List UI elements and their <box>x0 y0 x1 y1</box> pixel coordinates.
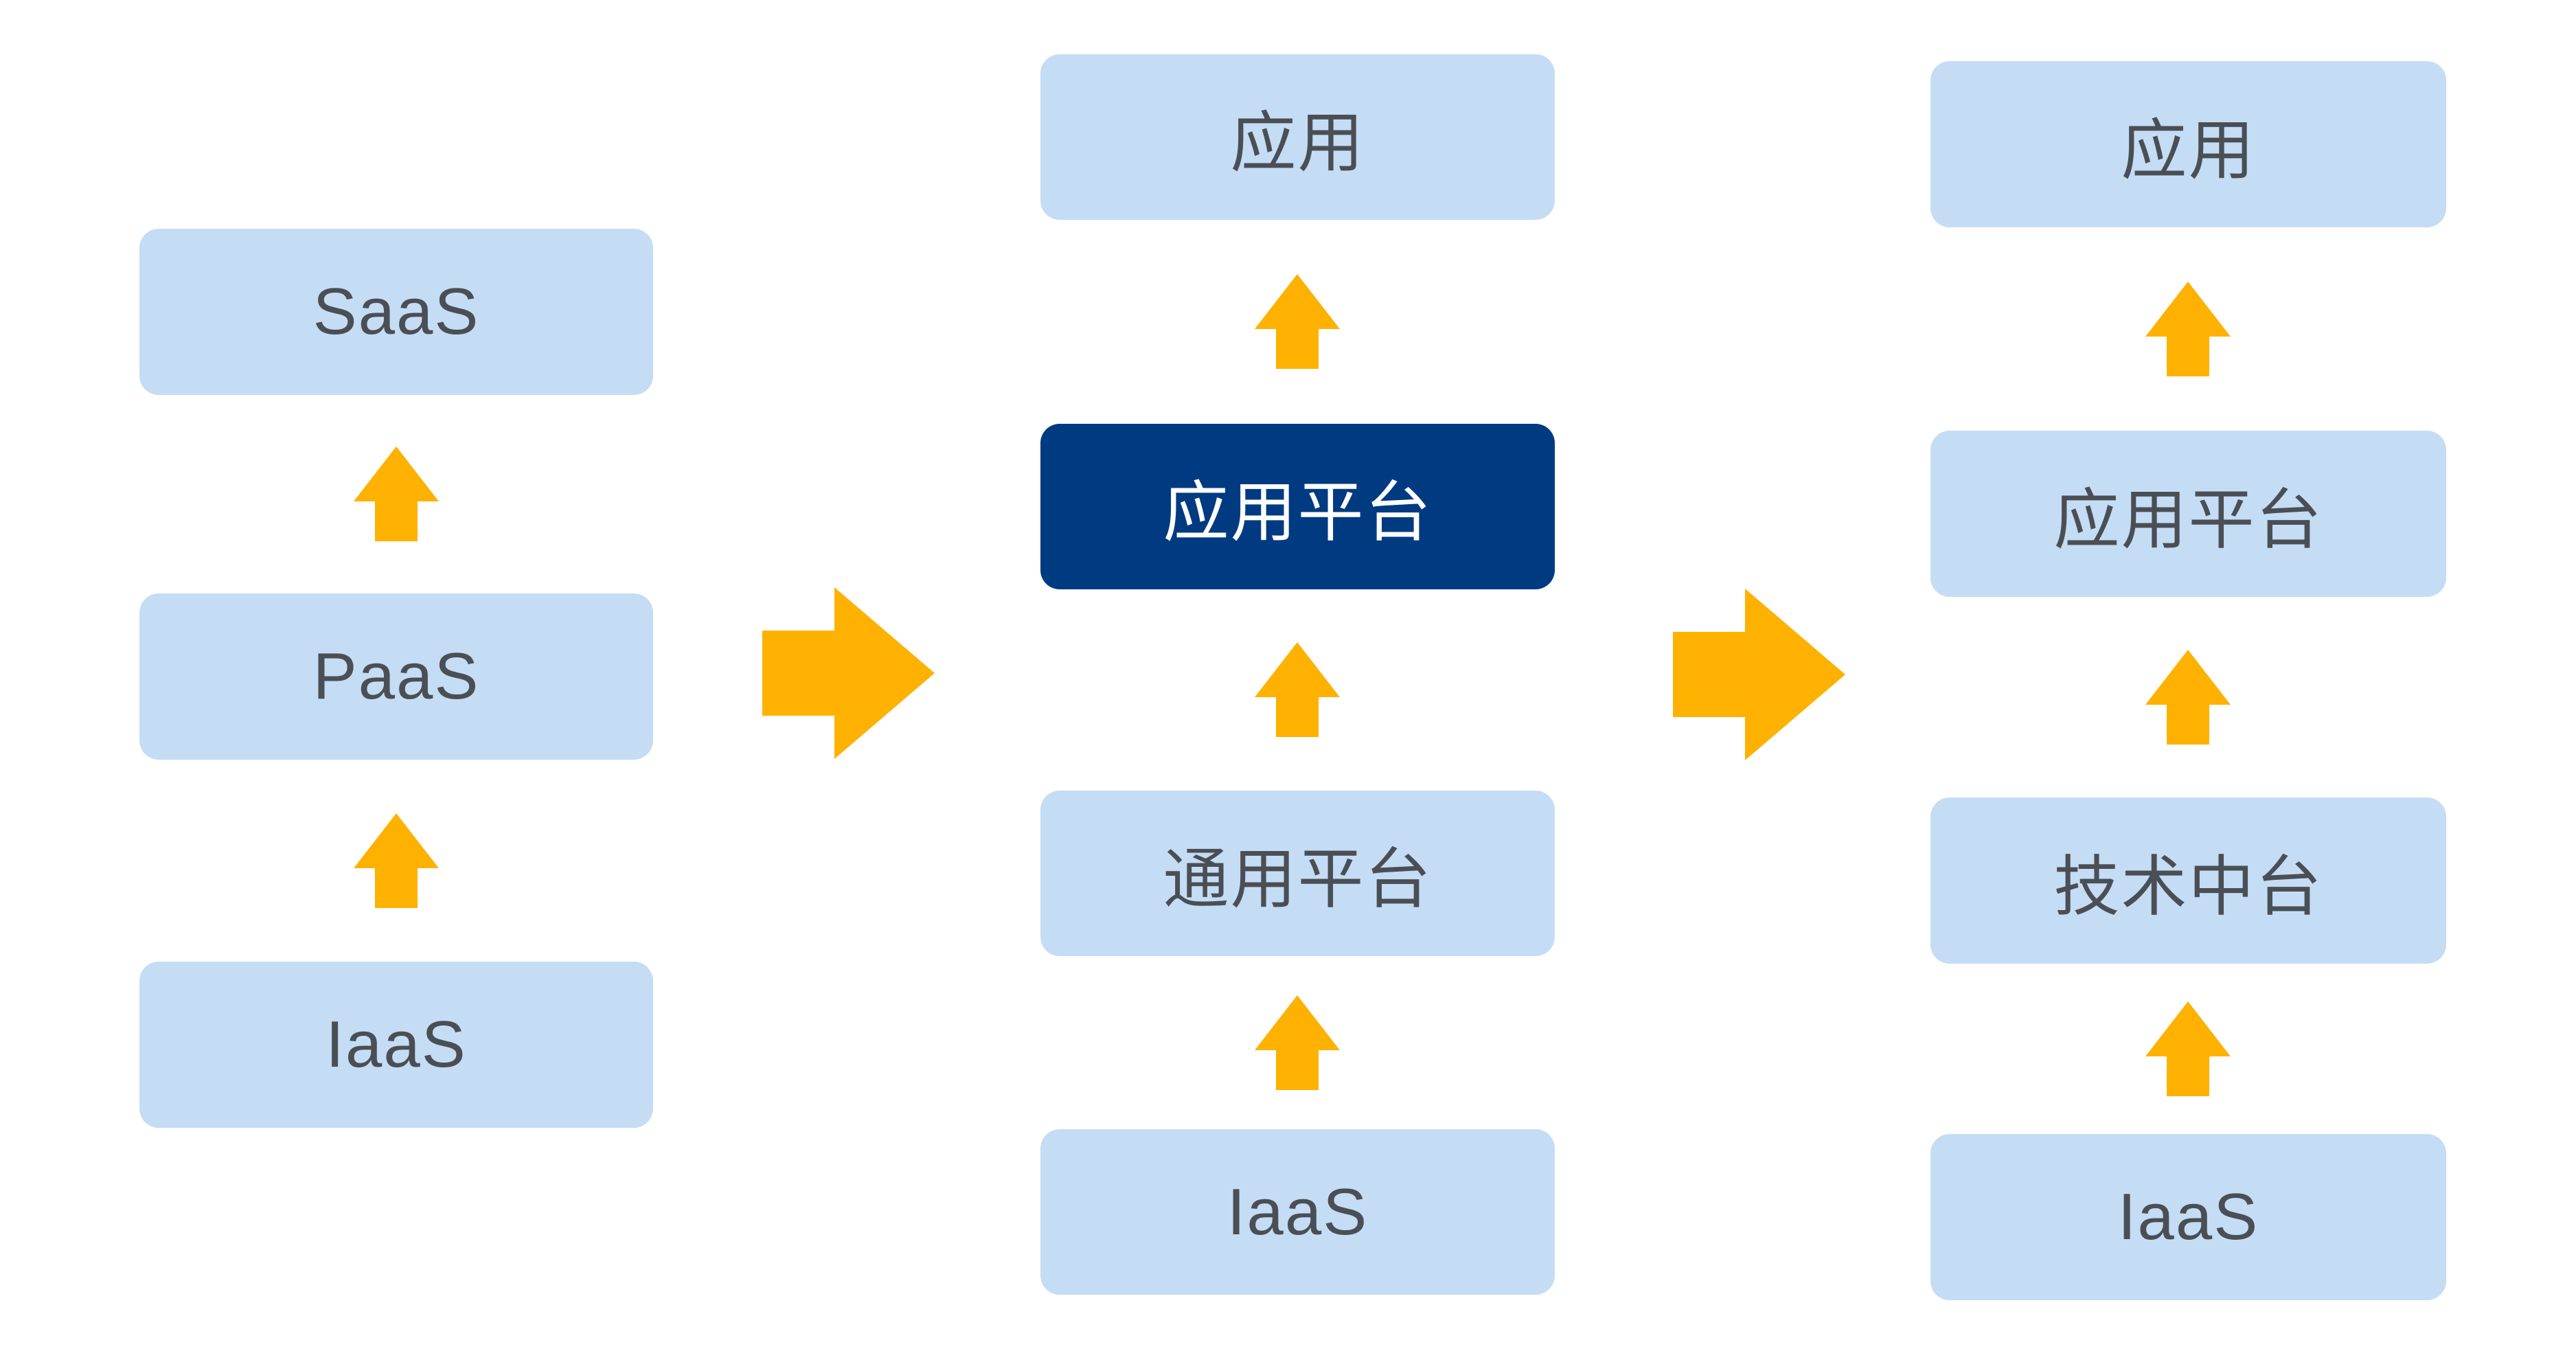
box-application-platform-highlighted: 应用平台 <box>1040 424 1555 589</box>
up-arrow-icon <box>354 446 439 541</box>
up-arrow-icon <box>1255 274 1340 369</box>
up-arrow-icon <box>2145 282 2231 376</box>
up-arrow-icon <box>354 813 439 908</box>
box-iaas-stage3: IaaS <box>1930 1134 2446 1300</box>
box-application-platform-stage3: 应用平台 <box>1930 431 2446 597</box>
up-arrow-icon <box>1255 642 1340 737</box>
up-arrow-icon <box>1255 995 1340 1090</box>
box-application-stage2: 应用 <box>1040 54 1555 220</box>
right-arrow-icon <box>1673 589 1845 760</box>
up-arrow-icon <box>2145 1001 2231 1096</box>
box-iaas-stage2: IaaS <box>1040 1129 1555 1295</box>
box-saas: SaaS <box>139 229 653 395</box>
box-paas: PaaS <box>139 593 653 760</box>
box-general-platform: 通用平台 <box>1040 791 1555 956</box>
box-application-stage3: 应用 <box>1930 61 2446 227</box>
box-iaas-stage1: IaaS <box>139 962 653 1128</box>
right-arrow-icon <box>762 587 935 759</box>
box-tech-middle-platform: 技术中台 <box>1930 797 2446 964</box>
up-arrow-icon <box>2145 650 2231 745</box>
